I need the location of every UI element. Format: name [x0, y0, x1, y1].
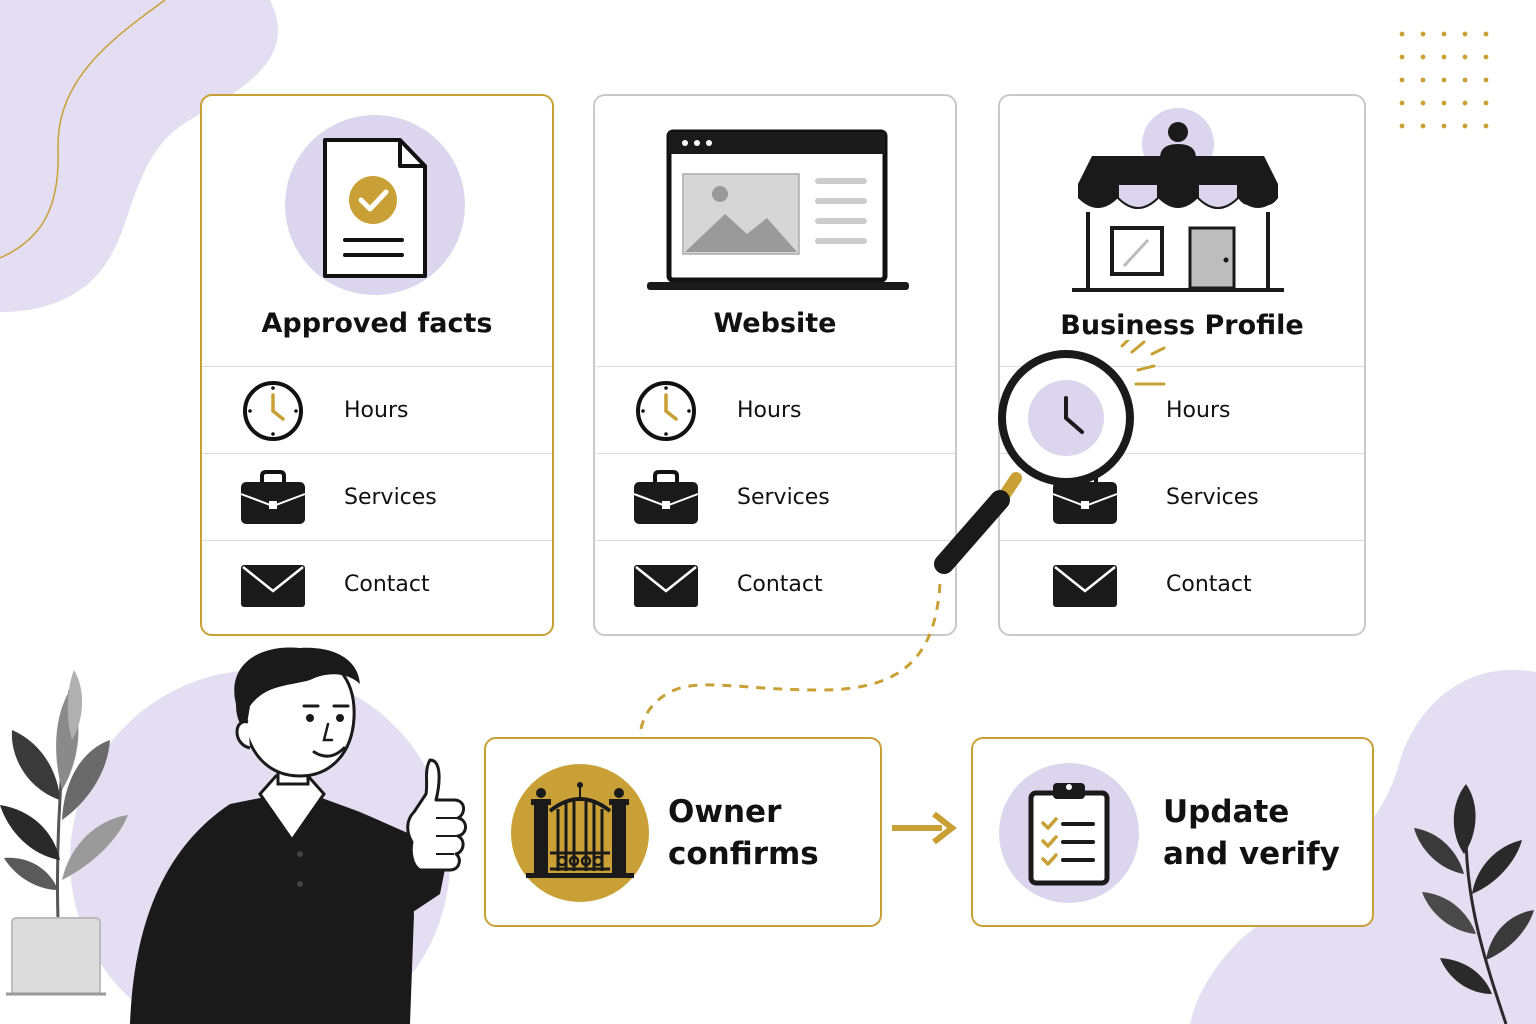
magnifying-glass-icon	[934, 340, 1166, 574]
card-approved-facts: Approved facts Hours Services Contact	[200, 94, 554, 636]
gate-icon	[511, 764, 649, 902]
arrow-right-icon	[892, 811, 957, 845]
list-item-services: Services	[202, 453, 552, 540]
row-label: Contact	[344, 572, 430, 597]
envelope-icon	[1053, 565, 1117, 607]
list-item-hours: Hours	[202, 366, 552, 453]
list-item-contact: Contact	[595, 540, 955, 627]
clock-icon	[636, 381, 696, 441]
storefront-icon	[1072, 108, 1284, 292]
step-update-and-verify: Update and verify	[971, 737, 1374, 927]
card-title: Business Profile	[1060, 310, 1304, 341]
row-label: Services	[1166, 485, 1259, 510]
row-label: Services	[344, 485, 437, 510]
potted-plant-illustration	[0, 670, 128, 996]
envelope-icon	[241, 565, 305, 607]
row-label: Hours	[344, 398, 409, 423]
envelope-icon	[634, 565, 698, 607]
card-header: Website	[595, 96, 955, 366]
card-website: Website Hours Services Contact	[593, 94, 957, 636]
step-label: Owner confirms	[668, 794, 819, 872]
list-item-services: Services	[595, 453, 955, 540]
document-check-icon	[285, 115, 465, 295]
dot-grid	[1399, 31, 1489, 129]
card-title: Website	[713, 308, 837, 339]
clock-icon	[243, 381, 303, 441]
card-header: Approved facts	[202, 96, 552, 366]
list-item-contact: Contact	[202, 540, 552, 627]
row-label: Contact	[737, 572, 823, 597]
step-label: Update and verify	[1163, 794, 1340, 872]
list-item-services: Services	[1000, 453, 1364, 540]
briefcase-icon	[240, 470, 306, 524]
row-label: Hours	[1166, 398, 1231, 423]
list-item-hours: Hours	[1000, 366, 1364, 453]
row-label: Hours	[737, 398, 802, 423]
row-label: Contact	[1166, 572, 1252, 597]
leaf-branch-illustration	[1414, 784, 1534, 1024]
laptop-icon	[647, 129, 909, 290]
row-label: Services	[737, 485, 830, 510]
card-business-profile: Business Profile Hours Services Contact	[998, 94, 1366, 636]
person-thumbs-up-illustration	[130, 647, 467, 1024]
step-owner-confirms: Owner confirms	[484, 737, 882, 927]
dashed-connector	[638, 583, 942, 736]
list-item-hours: Hours	[595, 366, 955, 453]
clipboard-checklist-icon	[999, 763, 1139, 903]
list-item-contact: Contact	[1000, 540, 1364, 627]
card-title: Approved facts	[261, 308, 493, 339]
briefcase-icon	[633, 470, 699, 524]
card-header: Business Profile	[1000, 96, 1364, 366]
